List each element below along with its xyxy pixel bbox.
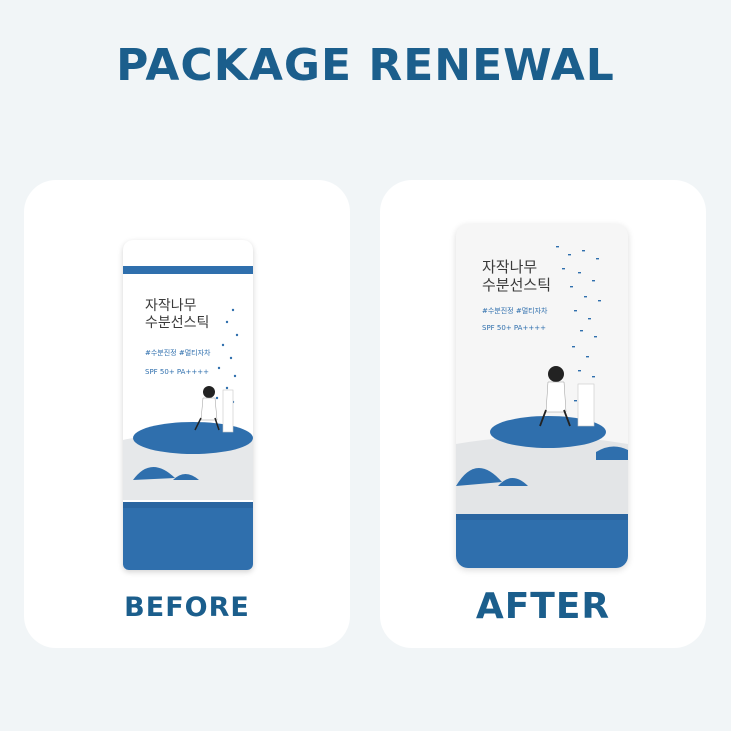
after-product-name: 자작나무 수분선스틱 — [482, 258, 551, 294]
after-card: 자작나무 수분선스틱 #수분진정 #멀티자차 SPF 50+ PA++++ AF… — [380, 180, 706, 648]
headline: PACKAGE RENEWAL — [116, 40, 615, 91]
after-label: AFTER — [475, 586, 611, 627]
before-card: 자작나무 수분선스틱 #수분진정 #멀티자차 SPF 50+ PA++++ BE… — [24, 180, 350, 648]
before-tags: #수분진정 #멀티자차 — [145, 349, 211, 357]
before-product-tube: 자작나무 수분선스틱 #수분진정 #멀티자차 SPF 50+ PA++++ — [123, 240, 253, 570]
before-product-name-line2: 수분선스틱 — [145, 314, 210, 331]
before-tube-illustration — [123, 266, 253, 570]
before-label: BEFORE — [124, 592, 250, 623]
after-tags: #수분진정 #멀티자차 — [482, 307, 548, 315]
before-product-name-line1: 자작나무 — [145, 298, 197, 314]
after-spf: SPF 50+ PA++++ — [482, 324, 546, 332]
after-tube-illustration — [456, 246, 628, 568]
before-product-name: 자작나무 수분선스틱 — [145, 298, 209, 332]
after-product-name-line2: 수분선스틱 — [482, 276, 552, 294]
after-product-tube: 자작나무 수분선스틱 #수분진정 #멀티자차 SPF 50+ PA++++ — [456, 224, 628, 568]
after-product-name-line1: 자작나무 — [482, 258, 538, 276]
before-spf: SPF 50+ PA++++ — [145, 368, 209, 376]
